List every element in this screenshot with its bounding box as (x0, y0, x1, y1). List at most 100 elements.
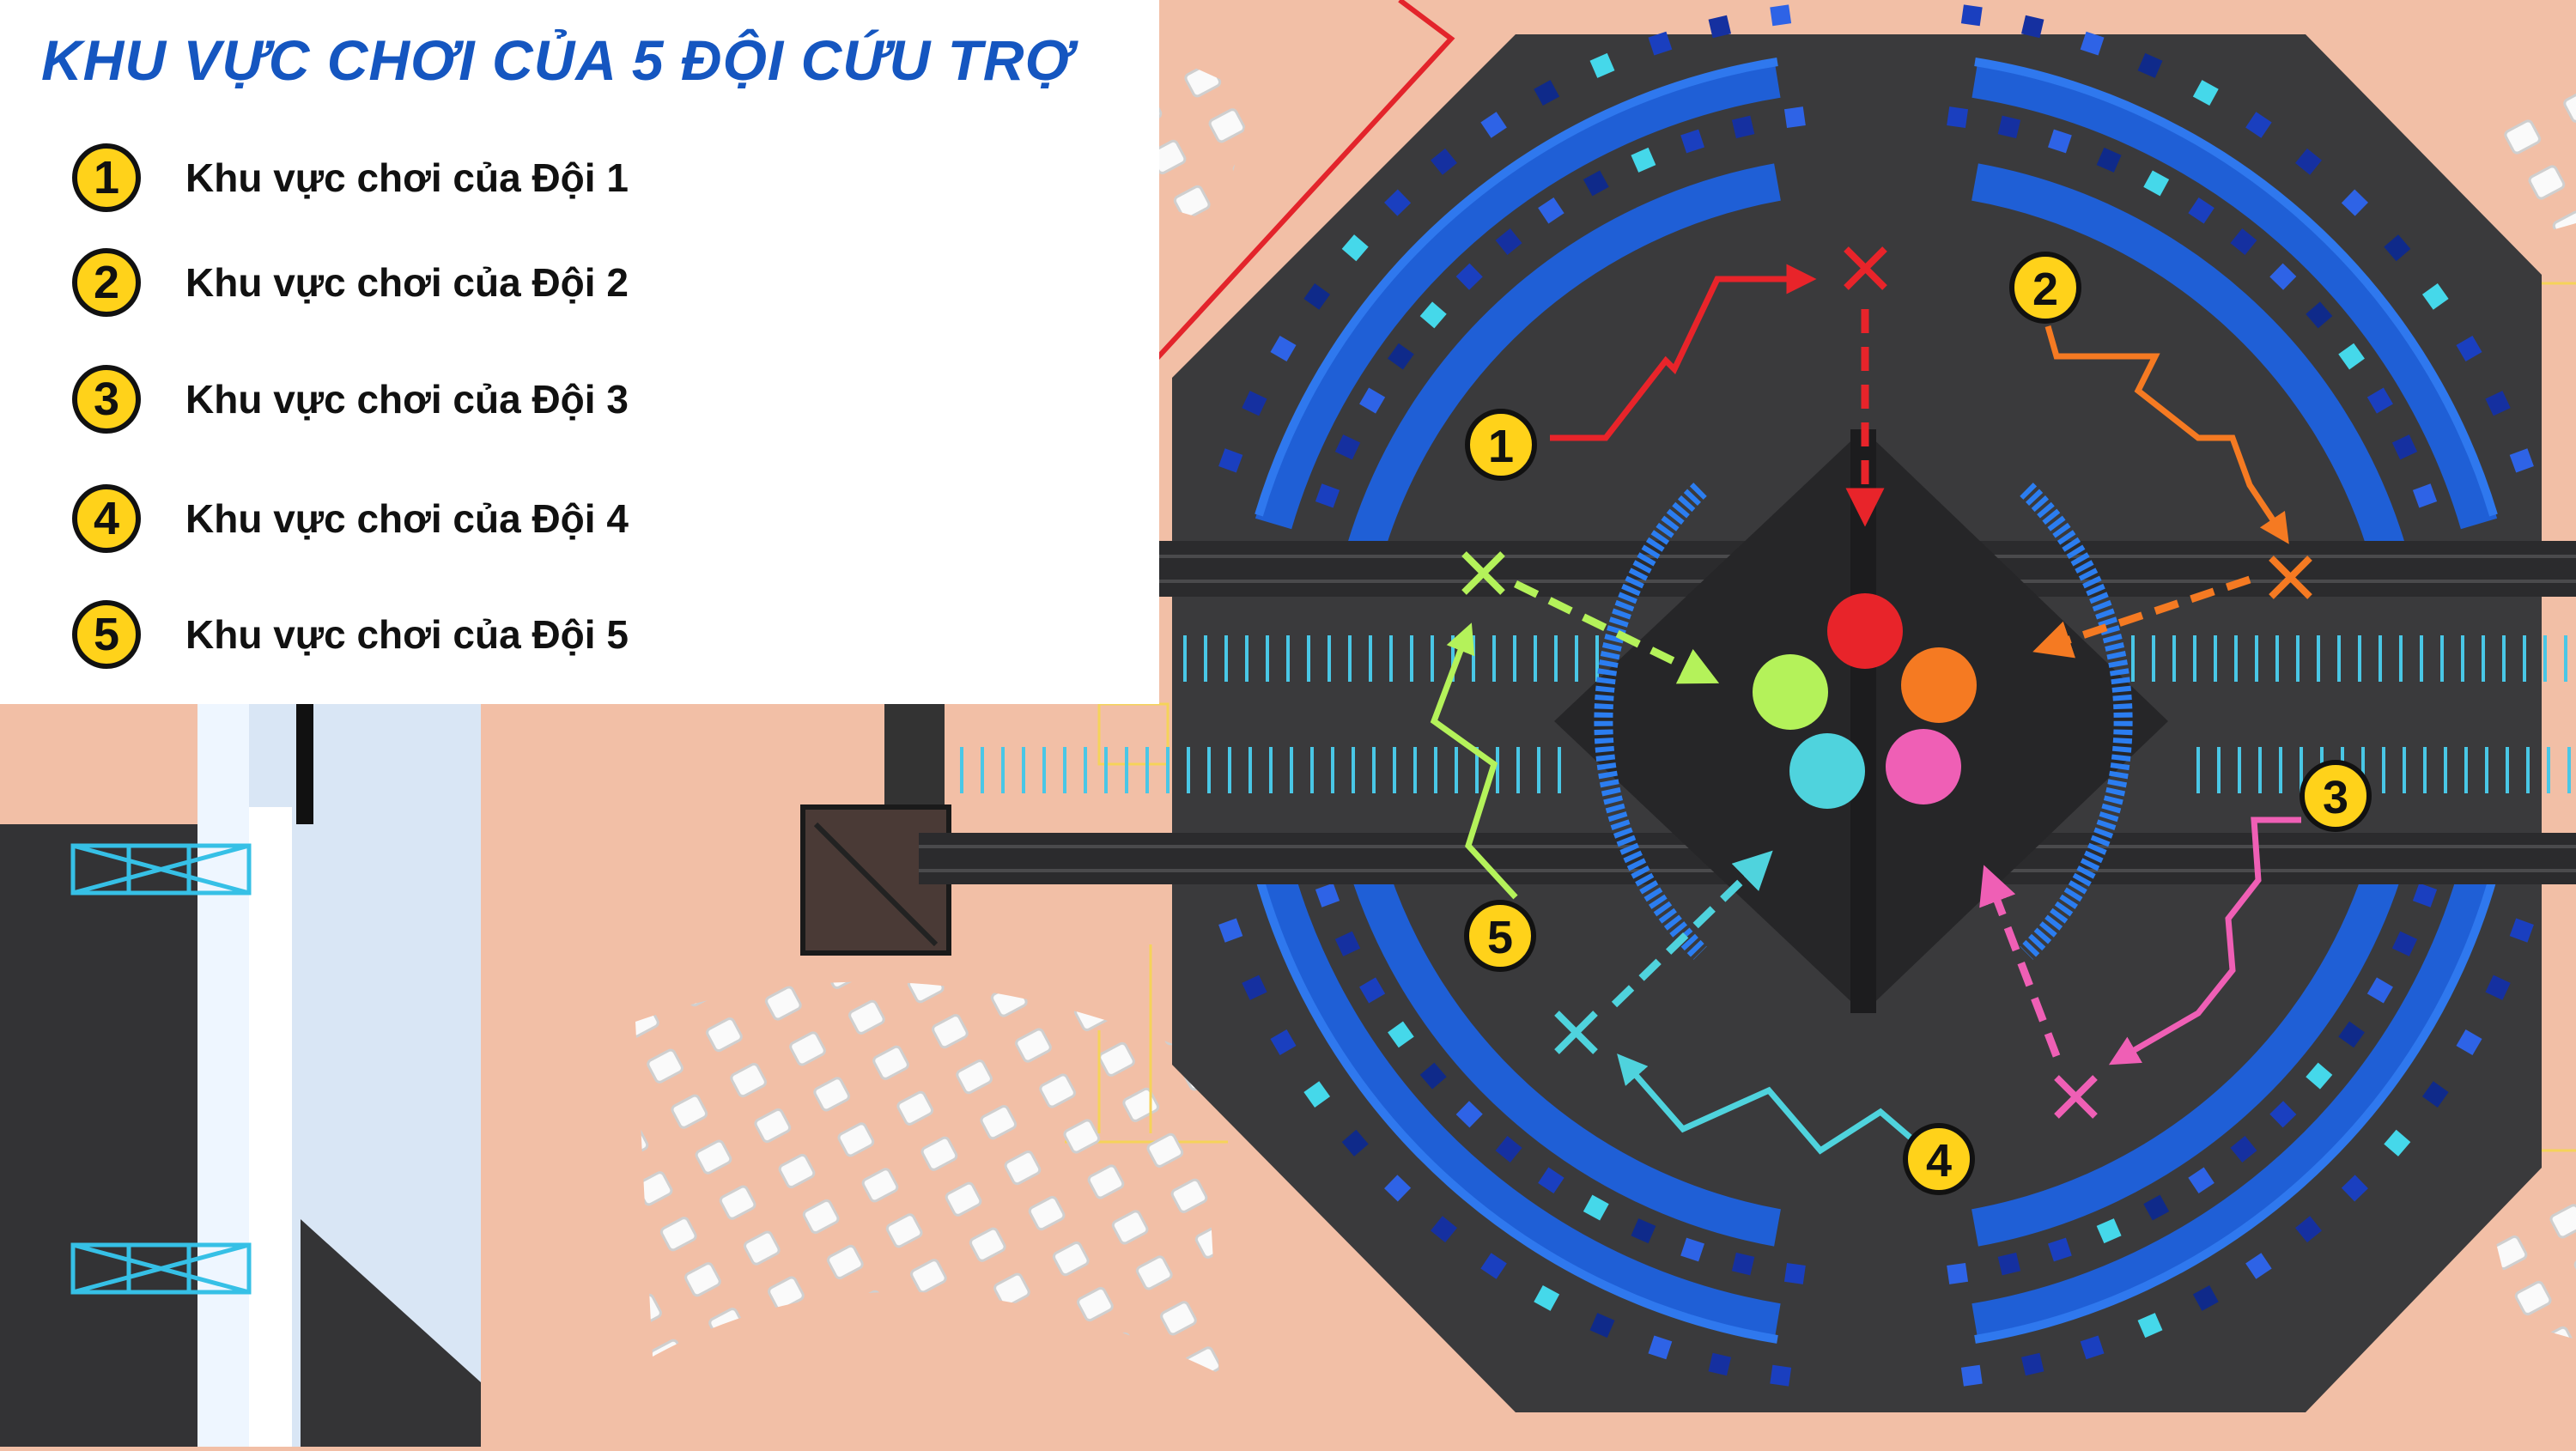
seat-tile (1303, 1081, 1331, 1108)
seat-tile (2412, 883, 2438, 908)
seat-tile (2391, 434, 2418, 460)
seat-tile (1731, 1252, 1755, 1276)
seat-tile (1480, 112, 1507, 138)
seat-tile (1388, 343, 1414, 370)
seat-tile (2245, 112, 2272, 138)
seat-tile (1731, 115, 1755, 139)
seat-tile (1455, 263, 1483, 290)
seat-tile (1631, 1218, 1656, 1244)
seat-tile (2509, 918, 2534, 943)
page-title: KHU VỰC CHƠI CỦA 5 ĐỘI CỨU TRỢ (41, 28, 1073, 92)
seat-tile (1419, 1062, 1447, 1090)
number-badge-icon: 1 (72, 143, 141, 212)
seat-tile (1770, 4, 1792, 27)
team3-path (1979, 817, 2301, 1119)
seat-tile (2341, 1175, 2368, 1202)
seat-tile (2338, 1021, 2365, 1048)
stage-arc-left (1594, 483, 1707, 960)
seat-tile (2412, 483, 2438, 508)
seat-tile (2096, 1218, 2122, 1244)
seat-tile (2080, 1335, 2105, 1360)
seat-tile (2137, 1313, 2163, 1339)
seat-tile (2230, 228, 2257, 255)
seat-tile (2366, 387, 2393, 414)
seat-tile (2421, 283, 2449, 310)
seat-tile (1589, 52, 1615, 78)
seat-tile (1589, 1313, 1615, 1339)
map-marker-3-label: 3 (2323, 772, 2348, 823)
seat-tile (1270, 1029, 1297, 1056)
legend-item-team-2: 2 Khu vực chơi của Đội 2 (72, 242, 629, 323)
seat-tile (2384, 1129, 2411, 1157)
seat-tile (1242, 974, 1267, 1000)
seat-tile (1538, 197, 1564, 224)
number-badge-icon: 3 (72, 365, 141, 434)
seat-tile (2269, 263, 2297, 290)
seat-tile (1770, 1364, 1792, 1387)
seat-tile (2485, 974, 2511, 1000)
seat-tile (1648, 31, 1673, 56)
seat-tile (2306, 301, 2333, 329)
audience-seats-left-top (1159, 52, 1254, 223)
map-marker-4-label: 4 (1926, 1135, 1952, 1187)
seat-tile (1997, 1252, 2021, 1276)
seat-tile (2485, 391, 2511, 416)
seat-tile (2188, 1167, 2215, 1194)
seat-tile (1947, 106, 1969, 129)
seat-tile (1431, 148, 1457, 175)
seat-tile (2341, 189, 2368, 216)
seat-tile (1783, 106, 1806, 129)
number-badge-icon: 4 (72, 484, 141, 553)
seat-tile (2188, 197, 2215, 224)
seat-tile (1303, 283, 1331, 310)
seat-tile (1538, 1167, 1564, 1194)
seat-tile (1783, 1262, 1806, 1284)
seat-tile (2137, 52, 2163, 78)
truss-structure (70, 843, 252, 1295)
seat-tile (2338, 343, 2365, 370)
seat-tile (1495, 1136, 1522, 1163)
seat-tile (1334, 434, 1361, 460)
seat-tile (2295, 1216, 2322, 1243)
team4-path (1554, 850, 1913, 1155)
legend-item-team-3: 3 Khu vực chơi của Đội 3 (72, 359, 629, 440)
seat-tile (2384, 234, 2411, 262)
seat-tile (1631, 147, 1656, 173)
seat-tile (1708, 1352, 1732, 1376)
legend-label: Khu vực chơi của Đội 3 (185, 377, 629, 422)
map-marker-2: 2 (2009, 252, 2081, 324)
seat-tile (2456, 1029, 2482, 1056)
team2-path (2032, 325, 2312, 659)
arc-seat-tiles (1218, 4, 2534, 1387)
audience-seats-right-top (2490, 86, 2576, 240)
seat-tile (1997, 115, 2021, 139)
team4-dot (1789, 733, 1865, 809)
map-marker-1: 1 (1465, 409, 1537, 481)
stage-arc-right (2020, 483, 2133, 960)
seat-tile (1960, 1364, 1983, 1387)
seat-tile (1583, 1194, 1609, 1221)
seat-tile (2306, 1062, 2333, 1090)
seat-tile (2245, 1253, 2272, 1279)
seat-tile (1218, 918, 1243, 943)
seat-tile (1583, 170, 1609, 197)
seat-tile (2143, 1194, 2170, 1221)
seat-tile (2096, 147, 2122, 173)
seat-tile (2456, 335, 2482, 362)
seat-tile (2509, 448, 2534, 473)
team1-path (1550, 246, 1887, 527)
map-marker-4: 4 (1903, 1123, 1975, 1195)
seat-tile (1218, 448, 1243, 473)
legend-panel: KHU VỰC CHƠI CỦA 5 ĐỘI CỨU TRỢ 1 Khu vực… (0, 0, 1159, 704)
legend-label: Khu vực chơi của Đội 4 (185, 496, 629, 541)
seat-tile (2048, 129, 2072, 154)
team2-dot (1901, 647, 1977, 723)
seat-tile (1388, 1021, 1414, 1048)
boundary-line (1152, 0, 1455, 363)
seat-tile (1315, 483, 1340, 508)
seat-tile (1648, 1335, 1673, 1360)
legend-label: Khu vực chơi của Đội 2 (185, 260, 629, 305)
seat-tile (2295, 148, 2322, 175)
number-badge-icon: 2 (72, 248, 141, 317)
